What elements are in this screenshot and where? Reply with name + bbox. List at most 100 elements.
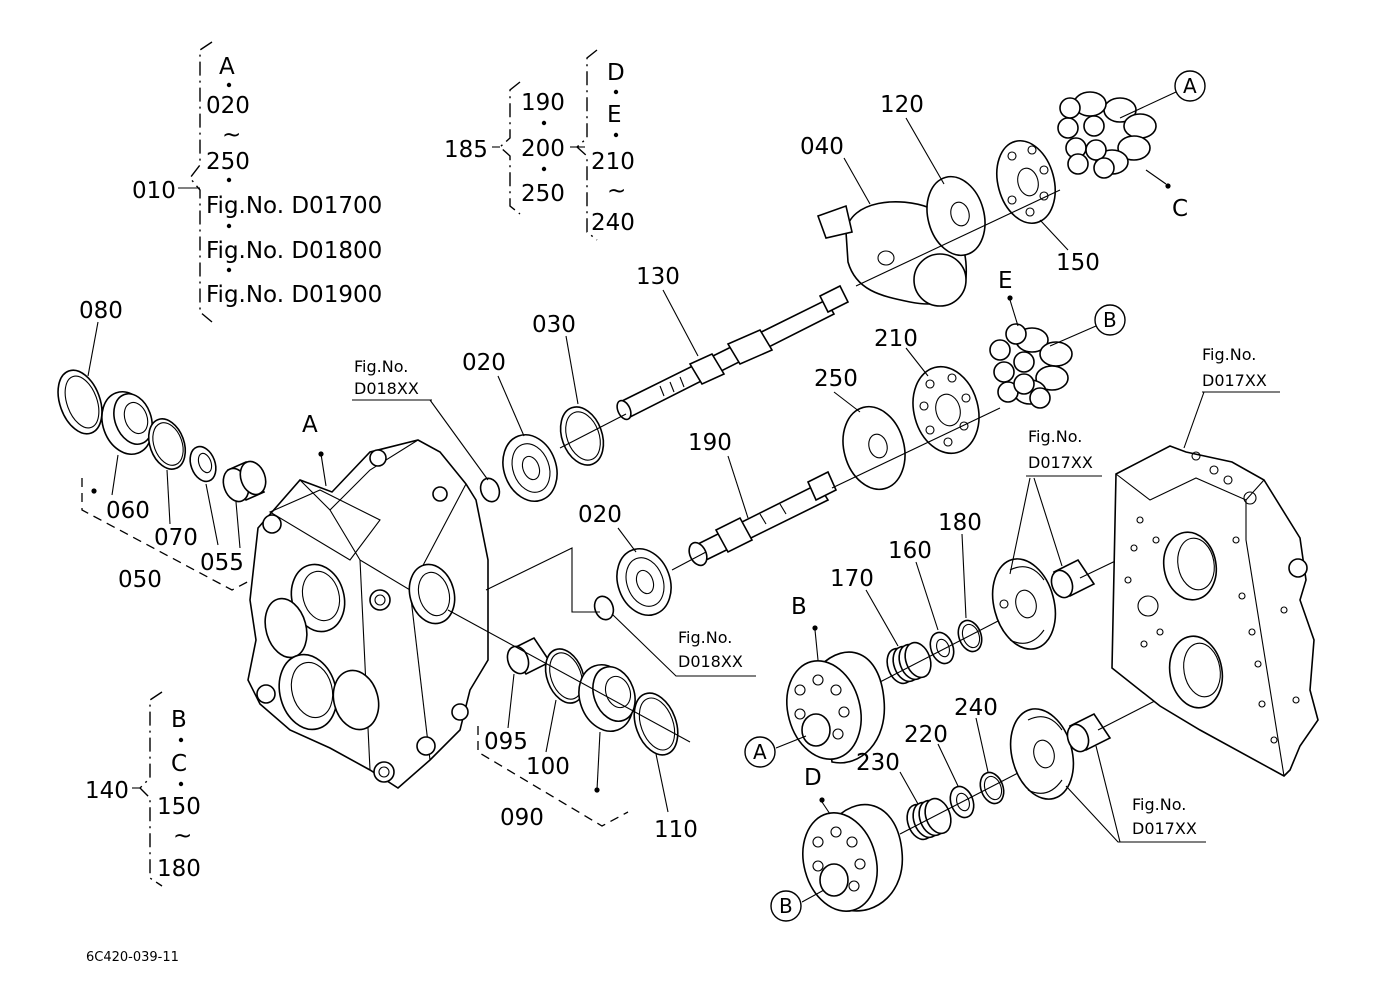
circled-b-top: B [1103,308,1117,332]
group-010-tilde: ~ [222,122,241,148]
part-240: 240 [954,695,998,721]
seal-assembly-090 [447,609,691,827]
group-185-item-240: 240 [591,210,635,236]
letter-c-pistons: C [1172,196,1188,222]
letter-d-block: D [804,765,822,791]
snap-ring-240 [979,771,1005,805]
group-140-label: 140 [85,778,129,804]
fig-ref-d017xx-mid: Fig.No. D017XX [1009,427,1102,575]
circled-a-block: A [753,740,767,764]
valve-plate-upper [991,558,1057,650]
fig-ref-3-line1: Fig.No. [1202,345,1256,364]
diagram-code: 6C420-039-11 [86,950,179,965]
fig-ref-2-line1: Fig.No. [678,628,732,647]
part-030: 030 [532,312,576,338]
part-050: 050 [118,567,162,593]
circle-b-block [770,890,802,922]
group-010-item-a: A [219,54,235,80]
fig-ref-5-line2: D017XX [1132,819,1197,838]
part-190: 190 [688,430,732,456]
group-010-fig-d01900: Fig.No. D01900 [206,282,382,308]
part-060: 060 [106,498,150,524]
letter-e-pistons: E [998,268,1013,294]
o-ring-070 [147,418,187,470]
fig-ref-4-line1: Fig.No. [1028,427,1082,446]
fig-ref-d018xx-upper: Fig.No. D018XX [352,357,501,503]
group-140: 140 B C 150 ~ 180 [85,691,201,887]
shaft-190 [688,470,838,567]
cover-d017xx [1111,445,1319,777]
fig-ref-1-line2: D018XX [354,379,419,398]
group-185-tilde: ~ [607,178,626,204]
fig-ref-3-line2: D017XX [1202,371,1267,390]
group-185: 185 190 200 250 D E 210 ~ 240 [444,49,635,241]
group-185-item-200: 200 [521,136,565,162]
part-230: 230 [856,750,900,776]
spring-170 [886,641,932,685]
part-080: 080 [79,298,123,324]
part-120: 120 [880,92,924,118]
bushing-lower [1066,712,1112,753]
bearing-020-lower [616,548,672,616]
group-185-item-250: 250 [521,181,565,207]
thrust-plate-250 [842,405,906,491]
shaft-130 [616,284,850,421]
fig-ref-d018xx-lower: Fig.No. D018XX [593,595,756,677]
fig-ref-2-line2: D018XX [678,652,743,671]
part-180: 180 [938,510,982,536]
group-140-item-150: 150 [157,794,201,820]
part-160: 160 [888,538,932,564]
retainer-plate-150 [996,139,1056,225]
housing-a: A [247,412,489,789]
bushing-upper [1050,558,1096,599]
part-220: 220 [904,722,948,748]
part-250: 250 [814,366,858,392]
seal-060 [101,391,153,455]
part-055: 055 [200,550,244,576]
part-020-upper: 020 [462,350,506,376]
part-110: 110 [654,817,698,843]
group-010-fig-d01700: Fig.No. D01700 [206,193,382,219]
pistons-c [1057,91,1157,179]
seal-holder [578,664,636,732]
group-185-item-190: 190 [521,90,565,116]
group-185-item-210: 210 [591,149,635,175]
group-140-item-180: 180 [157,856,201,882]
fig-ref-4-line2: D017XX [1028,453,1093,472]
part-210: 210 [874,326,918,352]
part-100: 100 [526,754,570,780]
fig-ref-d017xx-bottom: Fig.No. D017XX [1065,745,1206,843]
part-095: 095 [484,729,528,755]
part-130: 130 [636,264,680,290]
group-010-fig-d01800: Fig.No. D01800 [206,238,382,264]
circlip-080 [57,369,103,435]
circled-b-block: B [779,894,793,918]
group-010-label: 010 [132,178,176,204]
group-140-item-b: B [171,707,187,733]
circle-a-top [1174,70,1206,102]
bearing-020-upper [502,434,558,502]
group-010: 010 A 020 ~ 250 Fig.No. D01700 Fig.No. D… [132,41,382,323]
circled-a-top: A [1183,74,1197,98]
pistons-e [989,323,1073,409]
part-170: 170 [830,566,874,592]
letter-a-housing: A [302,412,318,438]
retainer-plate-210 [912,365,980,455]
fig-ref-d017xx-top: Fig.No. D017XX [1183,345,1280,449]
group-140-item-c: C [171,751,187,777]
part-020-lower: 020 [578,502,622,528]
part-040: 040 [800,134,844,160]
spacer-ring [189,445,217,483]
cylinder-block-d [802,803,904,912]
cylinder-block-b [786,651,886,764]
spring-230 [906,797,952,841]
group-140-tilde: ~ [173,823,192,849]
letter-b-block: B [791,594,807,620]
part-070: 070 [154,525,198,551]
part-150: 150 [1056,250,1100,276]
group-185-item-d: D [607,60,625,86]
group-010-item-020: 020 [206,93,250,119]
fig-ref-1-line1: Fig.No. [354,357,408,376]
seal-assembly-050 [57,369,267,591]
